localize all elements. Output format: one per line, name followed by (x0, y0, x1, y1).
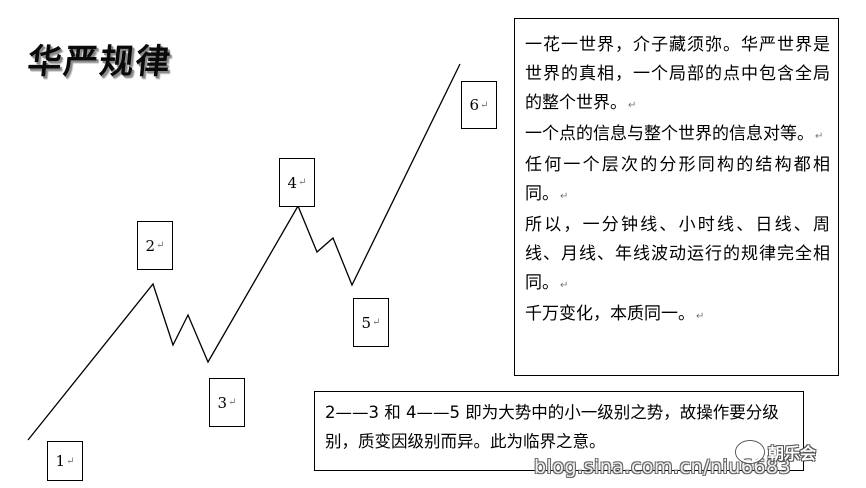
point-label-5: 5↵ (353, 298, 389, 347)
return-mark-icon: ↵ (228, 397, 237, 408)
return-mark-icon: ↵ (298, 177, 307, 188)
return-mark-icon: ↵ (560, 191, 569, 202)
level-note-box: 2——3 和 4——5 即为大势中的小一级别之势，故操作要分级别，质变因级别而异… (314, 391, 804, 471)
diagram-title: 华严规律 (25, 42, 174, 82)
point-number: 2 (145, 236, 156, 255)
point-label-4: 4↵ (279, 158, 315, 207)
blog-watermark: blog.sina.com.cn/niu6683 (534, 456, 792, 478)
price-wave-line (27, 63, 461, 441)
return-mark-icon: ↵ (560, 280, 569, 291)
paragraph-text: 一个点的信息与整个世界的信息对等。 (525, 124, 814, 144)
point-number: 6 (469, 96, 480, 114)
explanation-paragraph: 所以，一分钟线、小时线、日线、周线、月线、年线波动运行的规律完全相同。↵ (525, 211, 830, 300)
return-mark-icon: ↵ (815, 131, 824, 142)
explanation-paragraph: 一个点的信息与整个世界的信息对等。↵ (525, 120, 830, 151)
level-note-text: 2——3 和 4——5 即为大势中的小一级别之势，故操作要分级别，质变因级别而异… (325, 403, 779, 451)
wechat-icon (736, 441, 764, 463)
explanation-textbox: 一花一世界，介子藏须弥。华严世界是世界的真相，一个局部的点中包含全局的整个世界。… (514, 18, 839, 376)
return-mark-icon: ↵ (66, 455, 75, 467)
point-label-3: 3↵ (209, 378, 245, 427)
point-number: 1 (55, 452, 66, 470)
wechat-badge: 朝乐会 (736, 440, 816, 464)
return-mark-icon: ↵ (480, 99, 489, 111)
point-label-1: 1↵ (47, 441, 83, 481)
paragraph-text: 千万变化，本质同一。 (525, 304, 695, 324)
point-label-2: 2↵ (137, 221, 173, 270)
return-mark-icon: ↵ (628, 100, 637, 111)
explanation-paragraph: 任何一个层次的分形同构的结构都相同。↵ (525, 151, 830, 211)
badge-text: 朝乐会 (768, 444, 817, 463)
return-mark-icon: ↵ (156, 240, 165, 251)
return-mark-icon: ↵ (372, 317, 381, 328)
point-number: 3 (217, 393, 228, 412)
explanation-paragraph: 一花一世界，介子藏须弥。华严世界是世界的真相，一个局部的点中包含全局的整个世界。… (525, 31, 830, 120)
explanation-paragraph: 千万变化，本质同一。↵ (525, 300, 830, 331)
paragraph-text: 任何一个层次的分形同构的结构都相同。 (525, 155, 830, 204)
point-number: 4 (287, 173, 298, 192)
paragraph-text: 一花一世界，介子藏须弥。华严世界是世界的真相，一个局部的点中包含全局的整个世界。 (525, 35, 830, 113)
return-mark-icon: ↵ (696, 311, 705, 322)
point-number: 5 (361, 313, 372, 332)
paragraph-text: 所以，一分钟线、小时线、日线、周线、月线、年线波动运行的规律完全相同。 (525, 215, 830, 293)
point-label-6: 6↵ (461, 81, 497, 129)
